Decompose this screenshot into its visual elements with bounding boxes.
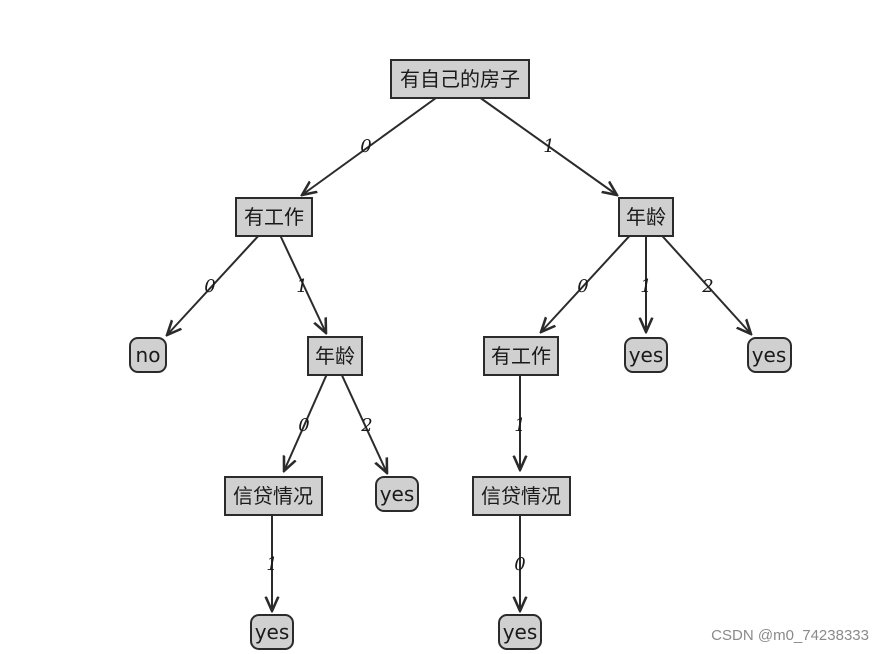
edge-root-age [457, 81, 617, 195]
edge-labels: 0 1 0 1 0 1 2 0 2 1 1 0 [204, 136, 713, 575]
edge-label-ageM-yes: 2 [360, 415, 372, 436]
edge-label-ageR-yes1: 1 [640, 276, 651, 297]
edge-ageM-yes [333, 357, 387, 473]
decision-node-work-mid: 有工作 [483, 336, 559, 376]
node-label-work-mid: 有工作 [491, 344, 551, 368]
leaf-label-yes-bl: yes [255, 620, 290, 644]
node-label-age-mid: 年龄 [315, 344, 355, 368]
leaf-label-yes-mid: yes [380, 482, 415, 506]
node-label-work-left: 有工作 [244, 205, 304, 229]
edge-ageR-yes2 [645, 217, 751, 334]
decision-node-age-right: 年龄 [618, 197, 674, 237]
edge-label-ageR-yes2: 2 [701, 276, 713, 297]
decision-node-credit-left: 信贷情况 [224, 476, 323, 516]
decision-node-root: 有自己的房子 [390, 59, 530, 99]
edge-label-workM-credit: 1 [514, 415, 525, 436]
watermark-text: CSDN @m0_74238333 [711, 627, 869, 644]
leaf-label-yes-r1: yes [629, 343, 664, 367]
node-label-root: 有自己的房子 [400, 67, 520, 91]
node-label-credit-mid: 信贷情况 [481, 484, 561, 508]
leaf-node-no: no [129, 337, 167, 373]
leaf-label-no: no [136, 343, 161, 367]
edge-work-age [272, 219, 326, 333]
edge-ageM-credit [284, 357, 335, 471]
edge-root-work [302, 81, 459, 195]
leaf-label-yes-r2: yes [752, 343, 787, 367]
edge-label-creditM-yes: 0 [514, 554, 525, 575]
edge-work-no [167, 219, 274, 335]
node-label-credit-left: 信贷情况 [233, 484, 313, 508]
leaf-node-yes-mid: yes [375, 476, 419, 512]
decision-node-credit-mid: 信贷情况 [472, 476, 571, 516]
leaf-node-yes-r2: yes [747, 337, 792, 373]
leaf-node-yes-bm: yes [498, 614, 542, 650]
edge-label-ageR-work: 0 [577, 276, 588, 297]
leaf-node-yes-r1: yes [624, 337, 668, 373]
edge-label-root-age: 1 [543, 136, 554, 157]
leaf-node-yes-bl: yes [250, 614, 294, 650]
edge-label-root-work: 0 [360, 136, 371, 157]
edge-label-work-age: 1 [296, 276, 307, 297]
decision-node-work-left: 有工作 [235, 197, 313, 237]
leaf-label-yes-bm: yes [503, 620, 538, 644]
node-label-age-right: 年龄 [626, 205, 666, 229]
edge-label-ageM-credit: 0 [298, 415, 309, 436]
decision-node-age-mid: 年龄 [307, 336, 363, 376]
edge-label-work-no: 0 [204, 276, 215, 297]
edge-label-creditL-yes: 1 [266, 554, 277, 575]
